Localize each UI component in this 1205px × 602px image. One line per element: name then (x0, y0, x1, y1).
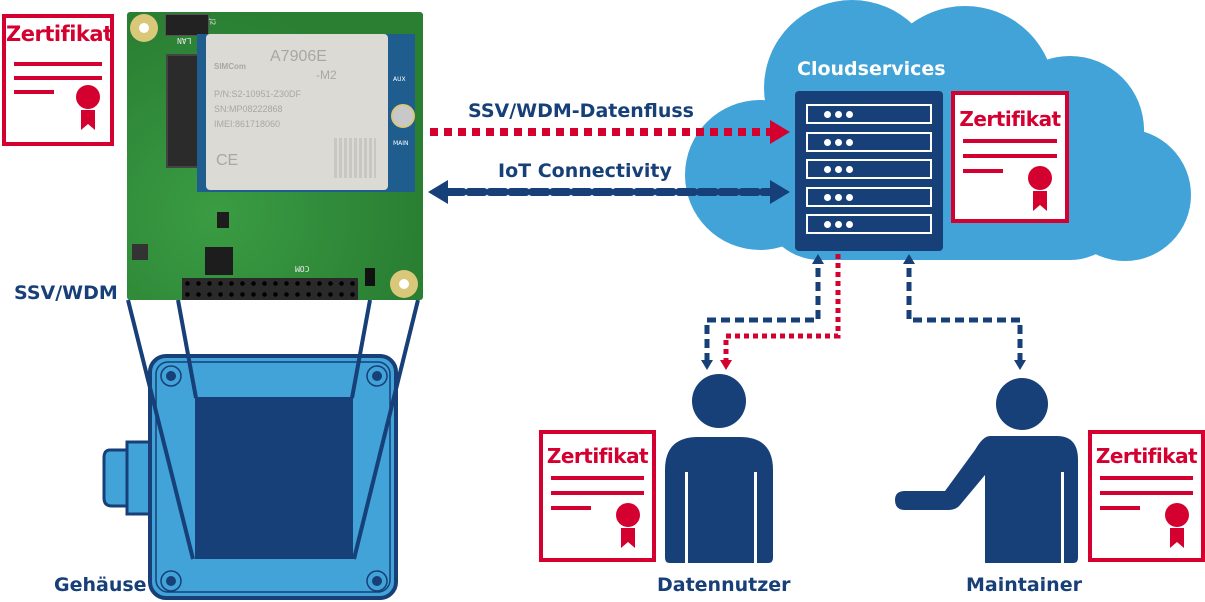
flow-arrow-datenfluss (430, 120, 790, 144)
certificate-line (1100, 476, 1193, 480)
server-led-dot (835, 193, 842, 201)
module-variant: -M2 (316, 68, 337, 82)
pcb-label-aux: AUX (393, 76, 406, 83)
device-label: SSV/WDM (14, 282, 118, 304)
cloud-label: Cloudservices (797, 58, 946, 80)
certificate-line (14, 90, 54, 94)
server-led-dot (846, 138, 853, 146)
housing-illustration (102, 299, 420, 600)
certificate-maintainer: Zertifikat (1088, 430, 1205, 562)
certificate-line (551, 506, 591, 510)
maintainer-person-icon (895, 378, 1078, 563)
datennutzer-person-icon (665, 374, 773, 563)
certificate-title: Zertifikat (6, 22, 113, 46)
server-led-dot (846, 193, 853, 201)
seal-icon (1162, 502, 1192, 554)
server-unit (806, 131, 932, 152)
server-led-dot (835, 166, 842, 173)
server-led-dot (824, 221, 831, 228)
server-led-dot (824, 166, 831, 173)
inductor (132, 244, 148, 260)
server-unit (806, 104, 932, 124)
server-led-dot (835, 111, 842, 118)
certificate-cloudservices: Zertifikat (951, 91, 1069, 223)
module-brand: SIMCom (214, 62, 246, 71)
antenna-screw (391, 104, 415, 128)
jumper (365, 268, 375, 286)
server-led-dot (846, 221, 853, 228)
certificate-line (1100, 506, 1140, 510)
certificate-line (551, 491, 644, 495)
certificate-device: Zertifikat (2, 14, 114, 146)
certificate-line (963, 169, 1003, 173)
connector-server-datennutzer-red (723, 254, 841, 360)
housing-label: Gehäuse (54, 574, 147, 596)
arrowhead-down (701, 360, 713, 370)
ic-chip (205, 247, 233, 275)
arrowhead-down-2 (1014, 360, 1026, 370)
seal-icon (1025, 165, 1055, 217)
pcb-label-j2: J2 (208, 18, 217, 26)
seal-icon (73, 84, 103, 136)
certificate-line (1100, 491, 1193, 495)
server-unit (806, 214, 932, 234)
certificate-title: Zertifikat (1095, 444, 1198, 468)
flow-label-iot-connectivity: IoT Connectivity (498, 160, 672, 182)
flow-label-datenfluss: SSV/WDM-Datenfluss (468, 100, 694, 122)
server-led-dot (835, 138, 842, 146)
module-pn: P/N:S2-10951-Z30DF (214, 89, 302, 99)
module-sn: SN:MP08222868 (214, 104, 283, 114)
pcb-label-com: COM (295, 264, 310, 273)
server-unit (806, 186, 932, 207)
certificate-title: Zertifikat (546, 444, 649, 468)
certificate-line (551, 476, 644, 480)
certificate-line (963, 154, 1057, 158)
server-led-dot (846, 166, 853, 173)
module-qr-code (334, 138, 376, 178)
m2-slot (166, 54, 202, 168)
lan-header (165, 14, 209, 36)
server-unit (806, 159, 932, 179)
ic-chip (217, 212, 229, 228)
certificate-title: Zertifikat (959, 107, 1061, 131)
server-led-dot (846, 111, 853, 118)
arrowhead-up-2 (903, 254, 915, 264)
certificate-line (963, 139, 1057, 143)
lte-module: SIMCom A7906E -M2 P/N:S2-10951-Z30DF SN:… (206, 34, 388, 190)
connector-server-maintainer (906, 268, 1023, 360)
server-led-dot (824, 193, 831, 201)
module-imei: IMEI:861718060 (214, 119, 281, 129)
arrowhead-down-red (720, 360, 732, 370)
server-icon (795, 91, 943, 251)
server-led-dot (835, 221, 842, 228)
certificate-line (14, 76, 102, 80)
certificate-datennutzer: Zertifikat (539, 430, 656, 562)
user-label-maintainer: Maintainer (966, 574, 1082, 596)
certificate-line (14, 62, 102, 66)
user-label-datennutzer: Datennutzer (657, 574, 791, 596)
module-model: A7906E (270, 48, 327, 65)
com-header (182, 278, 358, 300)
flow-arrow-iot-connectivity (428, 180, 790, 204)
server-led-dot (824, 111, 831, 118)
mounting-hole (390, 270, 418, 298)
arrowhead-up (812, 254, 824, 264)
pcb-label-main: MAIN (393, 140, 409, 147)
seal-icon (613, 502, 643, 554)
connector-server-datennutzer-navy (704, 268, 821, 360)
mounting-hole (130, 14, 158, 42)
pcb-board: LAN J2 SIMCom A7906E -M2 P/N:S2-10951-Z3… (127, 12, 423, 300)
module-ce-mark: CE (216, 152, 239, 169)
pcb-label-lan: LAN (177, 36, 192, 45)
server-led-dot (824, 138, 831, 146)
